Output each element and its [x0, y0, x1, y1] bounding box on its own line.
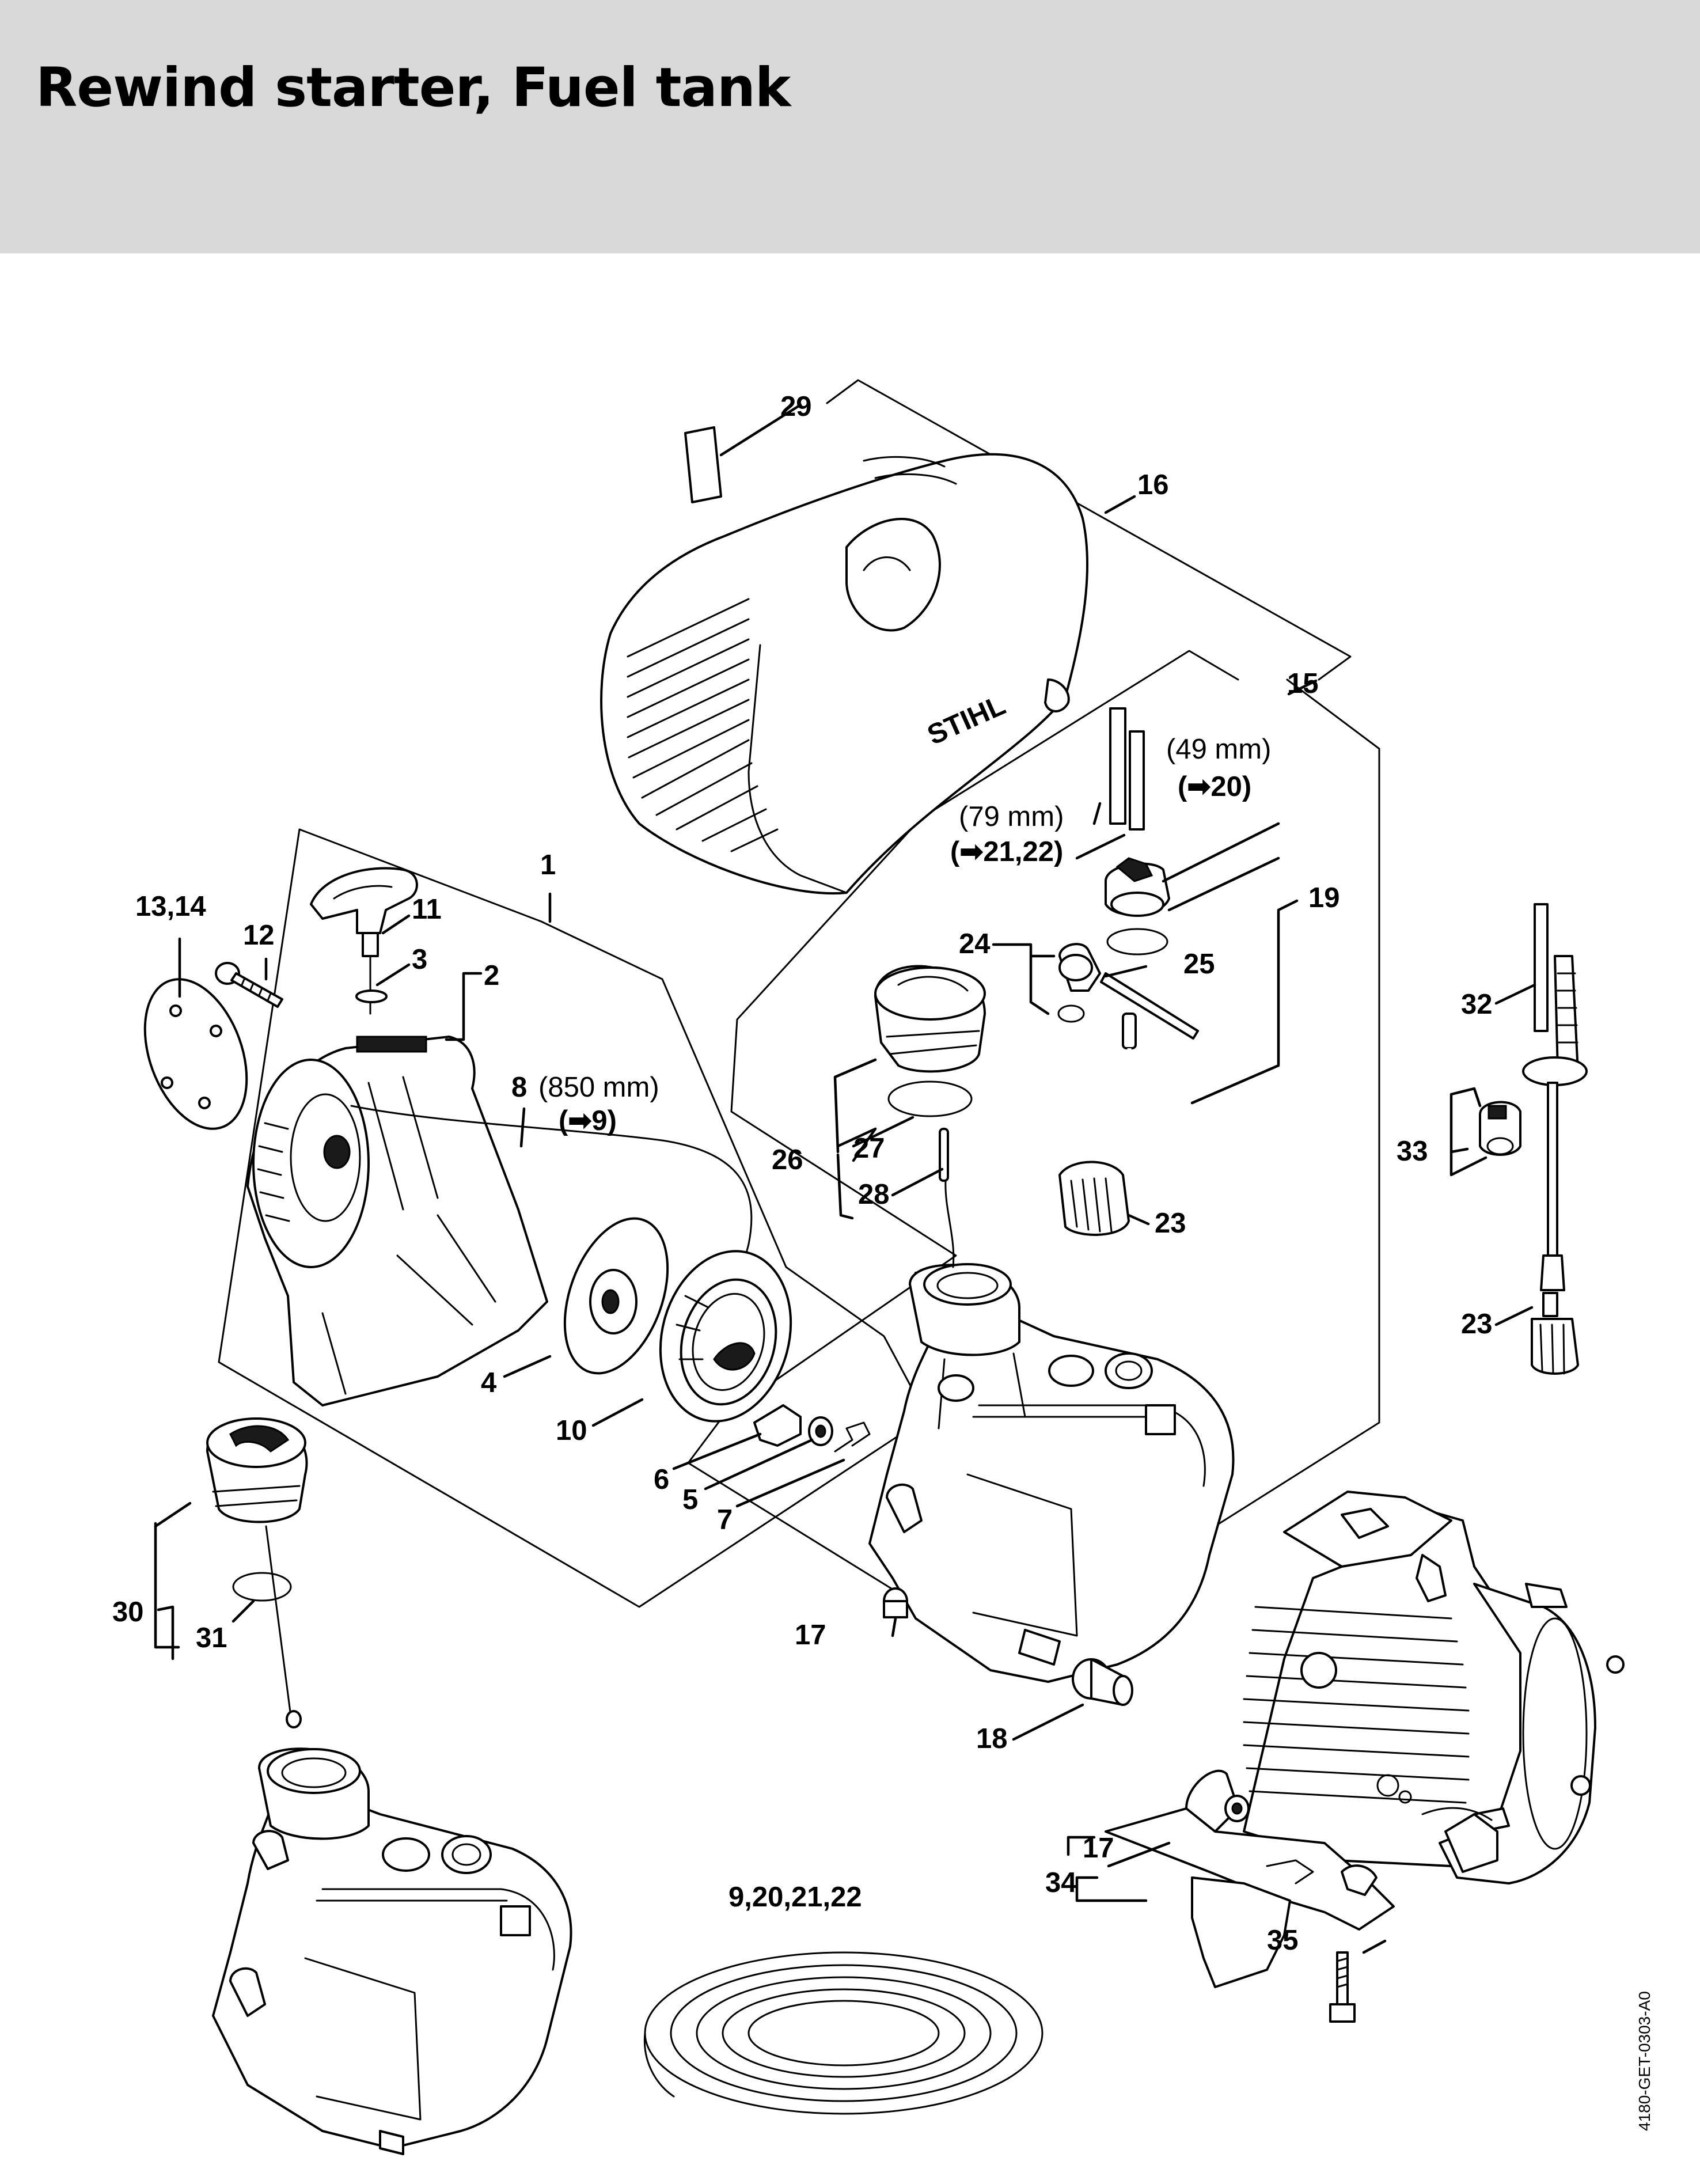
- valve-24: [1058, 943, 1101, 992]
- group-outline-15: [687, 650, 1380, 1660]
- callout-23b: 23: [1461, 1309, 1493, 1340]
- callout-33: 33: [1397, 1136, 1428, 1167]
- screw-35: [1329, 1951, 1356, 2023]
- callout-19-ref-a-value: 20: [1211, 771, 1242, 802]
- callout-15: 15: [1287, 668, 1319, 699]
- callout-7: 7: [717, 1504, 733, 1535]
- callout-28: 28: [858, 1179, 890, 1210]
- plate-13-14: [143, 978, 248, 1130]
- tank-cap-30: [206, 1417, 308, 1728]
- leader-lines: [154, 403, 1536, 1954]
- callout-13-14: 13,14: [135, 891, 206, 922]
- o-ring-27: [887, 1080, 973, 1117]
- callout-12: 12: [243, 920, 275, 951]
- o-ring-19: [1106, 928, 1168, 955]
- callout-23a: 23: [1155, 1208, 1186, 1239]
- shroud-16: [600, 426, 1089, 894]
- callout-32: 32: [1461, 989, 1493, 1020]
- group-outline-16: [826, 379, 1352, 681]
- arrow-icon: ➡: [1187, 771, 1211, 802]
- spring-clip-7: [834, 1421, 871, 1453]
- callout-27: 27: [853, 1133, 885, 1164]
- o-ring-31: [232, 1572, 292, 1602]
- callout-19-ref-b-value: 21,22: [983, 836, 1054, 867]
- page-title: Rewind starter, Fuel tank: [36, 56, 791, 119]
- decal-29: [684, 426, 722, 503]
- callout-17b: 17: [1083, 1833, 1114, 1864]
- arrow-icon: ➡: [959, 836, 983, 867]
- tank-cap-26: [874, 965, 986, 1073]
- engine-block: [1243, 1491, 1625, 1885]
- callout-24: 24: [959, 928, 991, 960]
- washer-3: [355, 989, 388, 1003]
- fuel-tank-lower: [212, 1747, 572, 2155]
- callout-9-20-21-22: 9,20,21,22: [728, 1882, 862, 1913]
- retainer-28: [939, 1128, 955, 1268]
- sleeve-18: [1018, 1629, 1133, 1706]
- callout-35: 35: [1267, 1925, 1299, 1956]
- fuel-hose-23: [1058, 1013, 1193, 1236]
- callout-25: 25: [1183, 949, 1215, 980]
- callout-5: 5: [682, 1484, 698, 1515]
- callout-8: 8: [511, 1072, 527, 1103]
- fuel-filter-23b: [1531, 1292, 1579, 1375]
- page-header: Rewind starter, Fuel tank: [0, 0, 1700, 253]
- o-ring-24: [1057, 1004, 1085, 1023]
- callout-19-ref-a: (➡20): [1178, 771, 1251, 802]
- callout-29: 29: [780, 391, 812, 422]
- screw-12: [215, 962, 283, 1008]
- callout-19: 19: [1308, 882, 1340, 913]
- callout-18: 18: [976, 1723, 1008, 1754]
- fuel-hose-coil: [643, 1951, 1043, 2115]
- callout-26: 26: [772, 1144, 803, 1176]
- callout-19-length-b: (79 mm): [959, 801, 1064, 832]
- bracket-34: [1105, 1769, 1395, 1988]
- callout-2: 2: [484, 960, 499, 991]
- callout-19-length-a: (49 mm): [1166, 734, 1271, 765]
- tank-vent-19: [1105, 707, 1170, 917]
- pawl-6: [753, 1404, 802, 1447]
- callout-8-length: (850 mm): [538, 1072, 659, 1103]
- starter-handle-11: [310, 867, 418, 1015]
- tube-25: [1100, 972, 1199, 1040]
- rubber-buffer-17a: [883, 1587, 908, 1618]
- rubber-buffer-17b: [1224, 1795, 1250, 1822]
- washer-5-hole: [815, 1424, 826, 1438]
- fuel-tank-15: [868, 1263, 1235, 1683]
- callout-3: 3: [412, 944, 427, 975]
- callout-1: 1: [540, 850, 556, 881]
- callout-8-ref: (➡9): [559, 1105, 617, 1136]
- vent-hose-32: [1522, 903, 1588, 1291]
- drawing-code: 4180-GET-0303-A0: [1636, 1991, 1653, 2131]
- callout-6: 6: [654, 1464, 669, 1495]
- rope-rotor-10: [659, 1250, 792, 1423]
- callout-30: 30: [112, 1597, 144, 1628]
- valve-33: [1479, 1101, 1521, 1156]
- callout-19-ref-b: (➡21,22): [950, 836, 1063, 867]
- callout-17a: 17: [795, 1620, 826, 1651]
- starter-housing-2: [246, 1036, 548, 1406]
- callout-10: 10: [556, 1415, 587, 1446]
- callout-8-ref-value: 9: [591, 1105, 607, 1136]
- o-ring-33: [1486, 1137, 1514, 1155]
- callout-11: 11: [412, 894, 442, 925]
- callout-34: 34: [1045, 1867, 1077, 1898]
- arrow-icon: ➡: [568, 1105, 591, 1136]
- callout-4: 4: [481, 1367, 496, 1398]
- callout-31: 31: [196, 1622, 227, 1654]
- callout-16: 16: [1137, 469, 1169, 500]
- spring-housing-4: [563, 1217, 669, 1375]
